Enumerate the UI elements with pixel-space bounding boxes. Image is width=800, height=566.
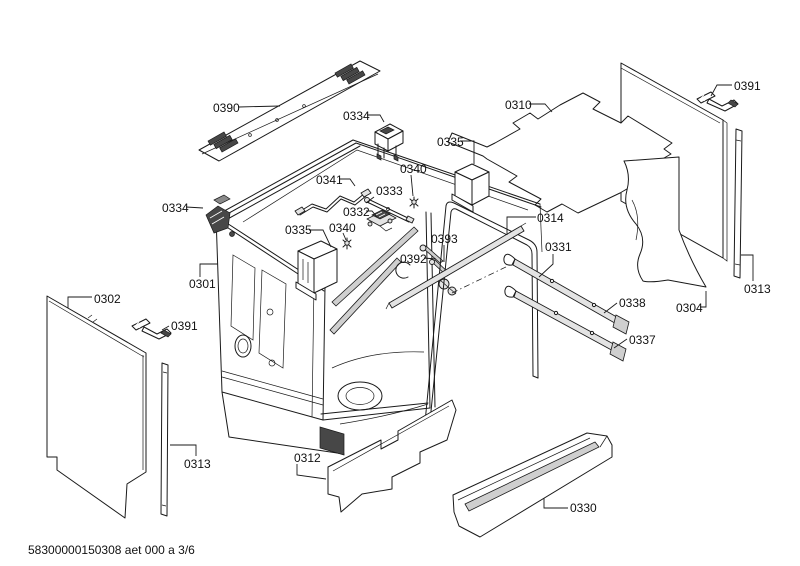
part-label-0304: 0304 (676, 301, 703, 315)
part-label-0340-right: 0340 (400, 162, 427, 176)
leader-line-0313-right (741, 254, 754, 281)
leader-line-0340-left (342, 232, 347, 241)
bracket-0391-right-drawing (696, 91, 739, 112)
door-panel-0302-drawing (46, 295, 147, 519)
leader-line-0335-right (460, 140, 475, 164)
bracket-0391-left-drawing (131, 318, 172, 340)
part-label-0333: 0333 (376, 184, 403, 198)
part-label-0338: 0338 (619, 296, 646, 310)
part-label-0332: 0332 (343, 205, 370, 219)
bracket-0334-top-drawing (374, 123, 404, 162)
leader-line-0338 (603, 302, 618, 314)
leader-line-0341 (339, 178, 356, 187)
document-number: 58300000150308 aet 000 a 3/6 (28, 543, 195, 557)
leader-line-0332 (366, 210, 378, 218)
part-label-0335-left: 0335 (285, 223, 312, 237)
leader-line-0391-right (710, 84, 732, 97)
part-label-0314: 0314 (537, 211, 564, 225)
part-label-0341: 0341 (316, 173, 343, 187)
part-label-0390: 0390 (213, 101, 240, 115)
alignment-dash-line (451, 263, 513, 294)
leader-line-0302 (67, 296, 92, 308)
leader-line-0313-left (170, 444, 197, 456)
part-label-0313-left: 0313 (184, 457, 211, 471)
part-label-0337: 0337 (629, 333, 656, 347)
base-trim-0330-drawing (452, 432, 613, 538)
leader-line-0392 (423, 257, 437, 260)
part-label-0334-left: 0334 (162, 201, 189, 215)
leader-line-0312 (296, 464, 327, 480)
rail-0337-drawing (504, 285, 627, 362)
block-0335-left-drawing (295, 240, 338, 301)
part-labels: 0390 0334 0310 0391 0335 0340 0341 0333 0334 0332… (67, 79, 771, 515)
part-label-0334-top: 0334 (343, 109, 370, 123)
part-label-0310: 0310 (505, 98, 532, 112)
trim-strip-0313-left-drawing (160, 362, 169, 517)
leader-line-0335-left (309, 229, 332, 248)
leader-line-0331 (538, 254, 554, 278)
part-label-0393: 0393 (431, 232, 458, 246)
side-insulation-mat-drawing (623, 156, 707, 288)
top-panel-0390-drawing (198, 60, 381, 162)
leader-line-0340-right (410, 174, 414, 197)
leader-line-0304 (700, 291, 707, 308)
leader-line-0333 (365, 196, 375, 204)
pin-0393-drawing (419, 244, 444, 264)
bracket-0334-left-drawing (205, 194, 235, 237)
part-label-0301: 0301 (189, 277, 216, 291)
leader-line-0391-left (161, 325, 170, 331)
leader-line-0310 (529, 103, 553, 113)
leader-line-0390 (238, 105, 281, 108)
leader-line-0334-top (367, 114, 385, 123)
leader-line-0330 (543, 498, 568, 509)
part-label-0391-right: 0391 (734, 79, 761, 93)
part-label-0340-left: 0340 (329, 221, 356, 235)
fastener-0340-right-drawing (409, 196, 419, 209)
part-label-0392: 0392 (400, 252, 427, 266)
leader-line-0337 (613, 338, 628, 349)
fastener-0340-left-drawing (342, 237, 352, 250)
part-label-0330: 0330 (570, 501, 597, 515)
part-label-0331: 0331 (545, 240, 572, 254)
base-panel-0312-drawing (327, 399, 457, 513)
trim-strip-0313-right-drawing (733, 128, 743, 279)
wire-bracket-0341-drawing (294, 188, 372, 216)
seal-strip-0314-drawing (385, 222, 527, 310)
leader-line-0314 (506, 216, 536, 235)
leader-line-0301 (199, 263, 218, 277)
part-label-0313-right: 0313 (744, 282, 771, 296)
insulation-mat-0310-drawing (447, 92, 673, 214)
part-label-0302: 0302 (94, 292, 121, 306)
part-label-0391-left: 0391 (171, 319, 198, 333)
part-label-0312: 0312 (294, 451, 321, 465)
latch-0332-drawing (366, 209, 397, 232)
leader-line-0334-left (185, 206, 204, 209)
part-label-0335-right: 0335 (437, 135, 464, 149)
cabinet-0301-drawing (215, 139, 543, 456)
